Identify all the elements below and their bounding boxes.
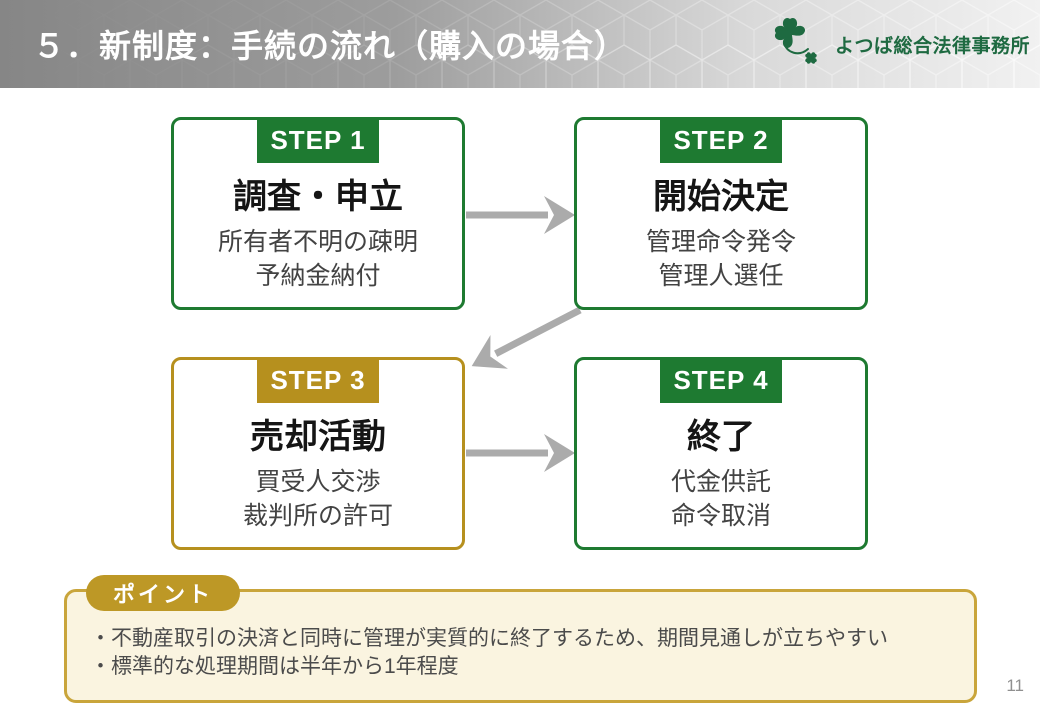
cube-pattern-decoration (0, 0, 1040, 88)
page-number: 11 (1006, 676, 1024, 695)
step-detail-line: 買受人交渉 (255, 468, 381, 496)
step-title-2: 開始決定 (653, 178, 789, 216)
step-detail-line: 裁判所の許可 (242, 502, 393, 530)
step-detail-line: 所有者不明の疎明 (217, 228, 418, 256)
four-leaf-clover-icon (773, 16, 817, 64)
step-detail-line: 命令取消 (670, 502, 771, 530)
header-bar: ５．新制度：手続の流れ（購入の場合） (0, 0, 1040, 88)
point-bullets: ・不動産取引の決済と同時に管理が実質的に終了するため、期間見通しが立ちやすい ・… (90, 625, 960, 681)
step-detail-line: 代金供託 (670, 468, 771, 496)
step-details-1: 所有者不明の疎明 予納金納付 (174, 225, 462, 293)
step-badge-4: STEP 4 (660, 357, 782, 403)
step-title-3: 売却活動 (250, 418, 386, 456)
step-title-1: 調査・申立 (233, 178, 403, 216)
step-box-1: STEP 1 調査・申立 所有者不明の疎明 予納金納付 (171, 117, 465, 310)
arrow-step2-to-step3 (471, 306, 582, 369)
step-detail-line: 管理人選任 (658, 262, 784, 290)
step-detail-line: 管理命令発令 (645, 228, 796, 256)
step-details-2: 管理命令発令 管理人選任 (577, 225, 865, 293)
step-details-4: 代金供託 命令取消 (577, 465, 865, 533)
step-badge-1: STEP 1 (257, 117, 379, 163)
step-box-3: STEP 3 売却活動 買受人交渉 裁判所の許可 (171, 357, 465, 550)
firm-logo: よつば総合法律事務所 (773, 0, 1030, 88)
point-panel (64, 589, 977, 703)
page-title: ５．新制度：手続の流れ（購入の場合） (33, 28, 628, 64)
step-details-3: 買受人交渉 裁判所の許可 (174, 465, 462, 533)
step-detail-line: 予納金納付 (255, 262, 381, 290)
firm-name: よつば総合法律事務所 (834, 35, 1030, 57)
step-badge-2: STEP 2 (660, 117, 782, 163)
step-box-4: STEP 4 終了 代金供託 命令取消 (574, 357, 868, 550)
step-box-2: STEP 2 開始決定 管理命令発令 管理人選任 (574, 117, 868, 310)
step-title-4: 終了 (687, 418, 755, 456)
point-bullet-2: ・標準的な処理期間は半年から1年程度 (90, 655, 459, 678)
point-bullet-1: ・不動産取引の決済と同時に管理が実質的に終了するため、期間見通しが立ちやすい (90, 627, 888, 650)
arrow-step3-to-step4 (466, 434, 575, 472)
point-badge: ポイント (86, 575, 240, 611)
arrow-step1-to-step2 (466, 196, 575, 234)
step-badge-3: STEP 3 (257, 357, 379, 403)
